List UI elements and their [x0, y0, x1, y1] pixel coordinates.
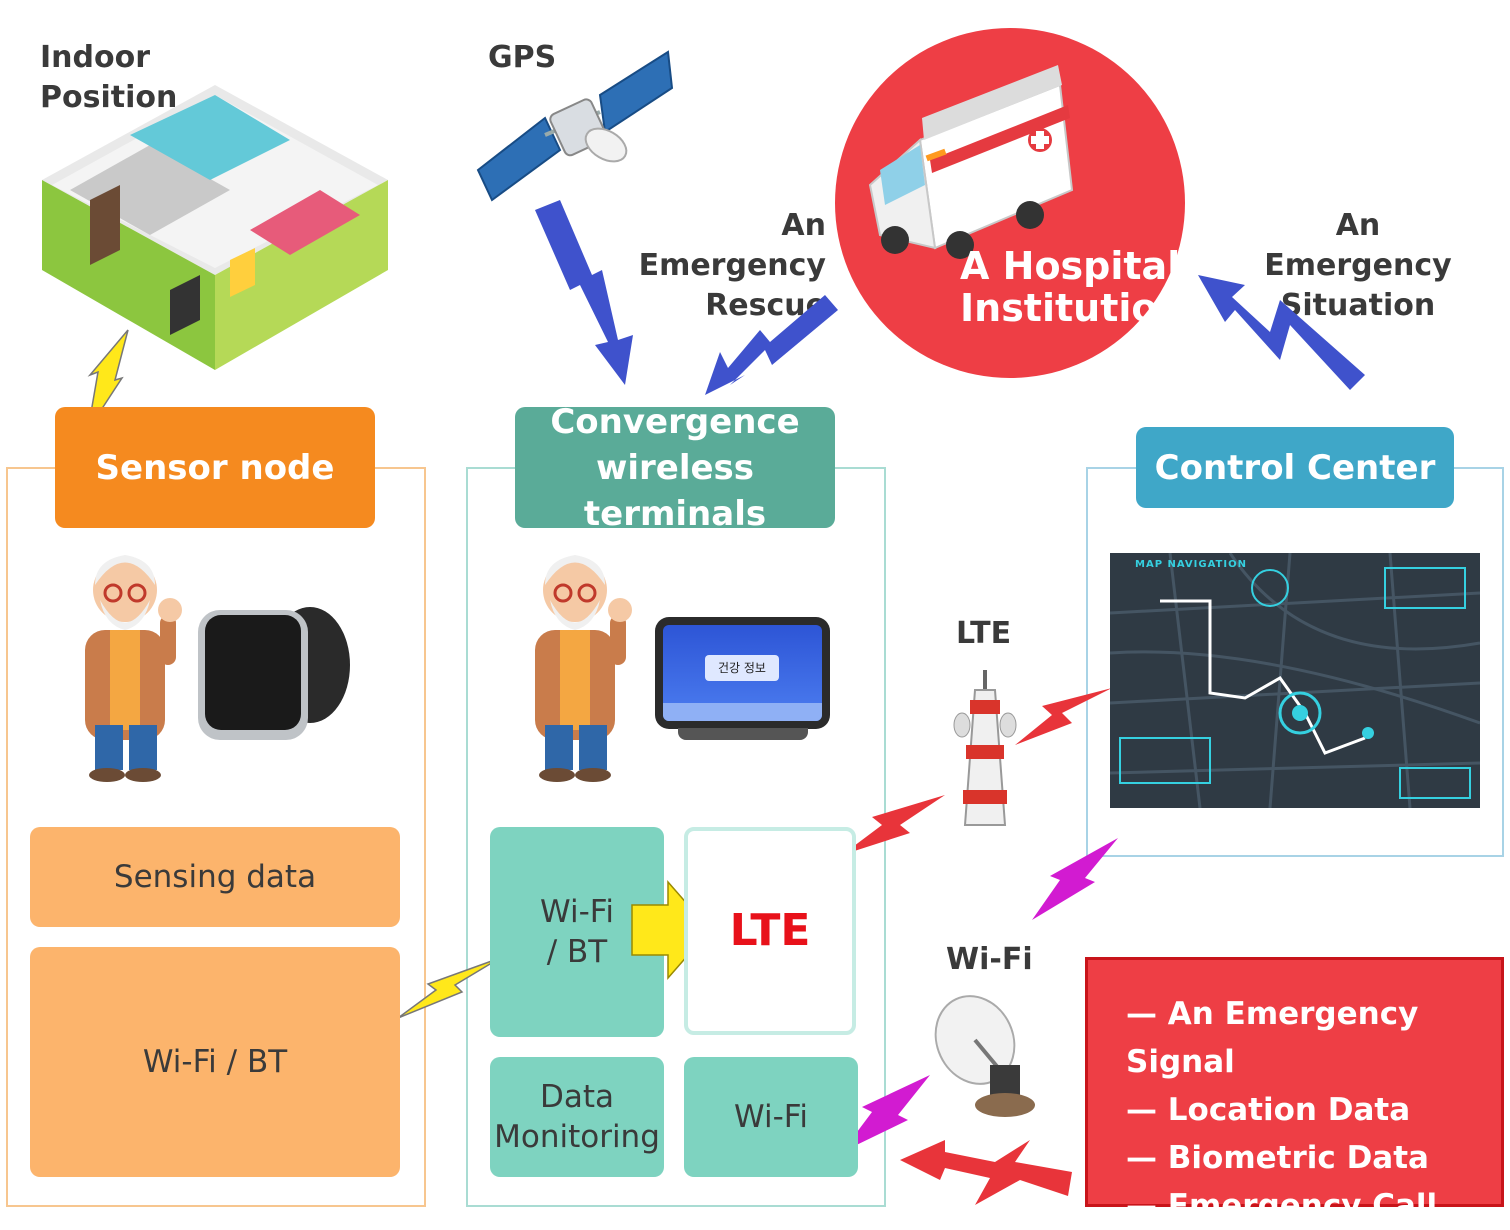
control-center-header: Control Center — [1136, 427, 1454, 508]
location-data-item: — Location Data — [1126, 1092, 1411, 1128]
wifi-antenna-label: Wi-Fi — [946, 942, 1033, 977]
indoor-position-label: Indoor Position — [40, 40, 178, 115]
emergency-signal-item: — An Emergency Signal — [1126, 996, 1419, 1080]
biometric-data-item: — Biometric Data — [1126, 1140, 1429, 1176]
emergency-signal-arrow — [900, 1140, 1072, 1205]
data-monitoring-box: Data Monitoring — [490, 1057, 664, 1177]
terminal-wifi-bt-box: Wi-Fi / BT — [490, 827, 664, 1037]
terminal-wifi-box: Wi-Fi — [684, 1057, 858, 1177]
terminal-lte-box: LTE — [684, 827, 856, 1035]
sensor-wifi-bt-box: Wi-Fi / BT — [30, 947, 400, 1177]
map-title: MAP NAVIGATION — [1135, 559, 1247, 570]
sensing-data-box: Sensing data — [30, 827, 400, 927]
emergency-situation-label: An Emergency Situation — [1264, 208, 1452, 323]
tablet-toolbar — [663, 703, 822, 721]
sensor-node-header: Sensor node — [55, 407, 375, 528]
emergency-info-box: — An Emergency Signal — Location Data — … — [1085, 957, 1504, 1224]
emergency-rescue-label: An Emergency Rescue — [638, 208, 826, 323]
tablet-health-button: 건강 정보 — [705, 655, 779, 681]
map-screen-icon: MAP NAVIGATION — [1110, 553, 1480, 808]
emergency-info-list: — An Emergency Signal — Location Data — … — [1126, 990, 1501, 1230]
tablet-stand — [678, 728, 808, 740]
tablet-screen: 건강 정보 — [663, 625, 822, 721]
gps-label: GPS — [488, 40, 557, 75]
emergency-call-item: — Emergency Call — [1126, 1188, 1438, 1224]
convergence-header: Convergence wireless terminals — [515, 402, 835, 534]
lte-tower-label: LTE — [956, 616, 1012, 651]
hospital-label: A Hospital Institution — [960, 244, 1185, 330]
tablet-icon: 건강 정보 — [655, 617, 830, 729]
